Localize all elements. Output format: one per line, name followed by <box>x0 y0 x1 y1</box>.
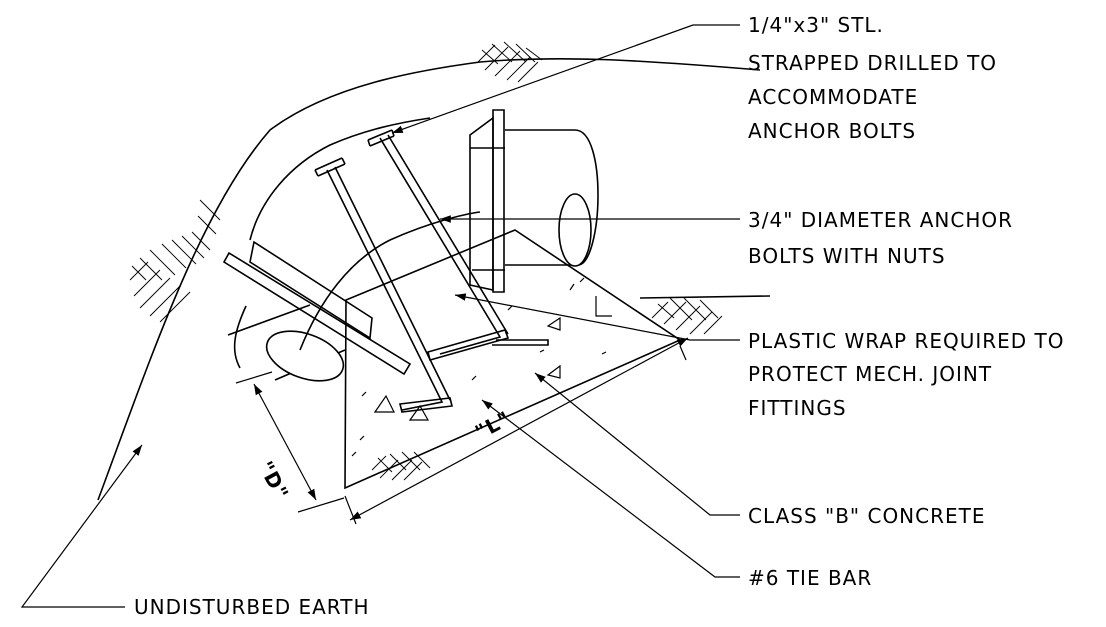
dimension-l: "L" <box>344 337 689 525</box>
strap-callout-line-4: ANCHOR BOLTS <box>748 119 916 143</box>
steel-strap <box>314 129 395 177</box>
bolts-callout-line-1: 3/4" DIAMETER ANCHOR <box>748 208 1013 232</box>
strap-callout: 1/4"x3" STL. STRAPPED DRILLED TO ACCOMMO… <box>748 13 997 143</box>
strap-callout-line-2: STRAPPED DRILLED TO <box>748 51 997 75</box>
earth-ground-right <box>639 295 771 299</box>
strap-callout-line-1: 1/4"x3" STL. <box>748 13 884 37</box>
earth-hatch-bottom <box>371 451 431 481</box>
earth-hatch-top <box>477 41 543 83</box>
anchor-bolts <box>326 134 549 413</box>
wrap-callout-line-2: PROTECT MECH. JOINT <box>748 362 992 386</box>
strap-callout-line-3: ACCOMMODATE <box>748 85 918 109</box>
bend-fitting <box>233 117 481 369</box>
leader-lines <box>20 24 740 608</box>
earth-hatch-left <box>129 199 221 323</box>
upper-pipe <box>470 129 599 271</box>
tiebar-callout: #6 TIE BAR <box>748 566 872 590</box>
wrap-callout: PLASTIC WRAP REQUIRED TO PROTECT MECH. J… <box>748 329 1065 420</box>
wrap-callout-line-1: PLASTIC WRAP REQUIRED TO <box>748 329 1065 353</box>
bolts-callout: 3/4" DIAMETER ANCHOR BOLTS WITH NUTS <box>748 208 1013 268</box>
dimension-d: "D" <box>235 371 345 513</box>
wrap-callout-line-3: FITTINGS <box>748 396 847 420</box>
dimension-d-label: "D" <box>254 457 294 504</box>
lower-pipe <box>227 304 346 382</box>
concrete-callout: CLASS "B" CONCRETE <box>748 504 986 528</box>
earth-callout: UNDISTURBED EARTH <box>134 595 369 619</box>
earth-outline <box>97 57 761 501</box>
bolts-callout-line-2: BOLTS WITH NUTS <box>748 244 946 268</box>
earth-hatch-right <box>651 297 723 335</box>
upper-flange <box>469 109 505 293</box>
dimension-l-label: "L" <box>471 406 515 444</box>
